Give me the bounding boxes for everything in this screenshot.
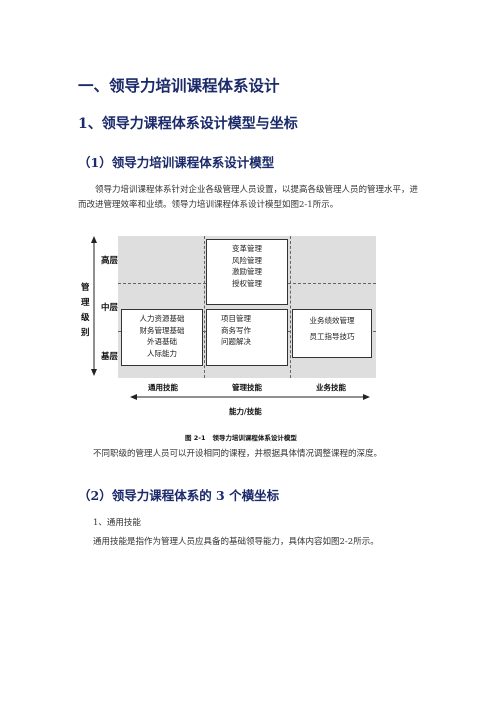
level-middle: 中层 (101, 303, 119, 313)
section2-paragraph: 通用技能是指作为管理人员应具备的基础领导能力，具体内容如图2-2所示。 (93, 537, 379, 547)
section2-title: （2）领导力课程体系的 3 个横坐标 (78, 488, 280, 503)
column-divider (204, 236, 205, 378)
box-top-management: 变革管理 风险管理 激励管理 授权管理 (206, 239, 288, 305)
section1-paragraph: 领导力培训课程体系针对企业各级管理人员设置，以提高各级管理人员的管理水平，进而改… (78, 185, 419, 210)
column-label-management: 管理技能 (232, 383, 262, 392)
heading-2: 1、领导力课程体系设计模型与坐标 (78, 116, 298, 132)
y-axis-title: 管 理 级 别 (81, 283, 90, 338)
column-label-general: 通用技能 (148, 383, 178, 392)
section1-title: （1）领导力培训课程体系设计模型 (78, 155, 275, 170)
heading-1: 一、领导力培训课程体系设计 (78, 76, 280, 95)
level-high: 高层 (101, 256, 119, 266)
figure-caption: 图 2-1 领导力培训课程体系设计模型 (185, 434, 297, 442)
column-label-business: 业务技能 (316, 383, 346, 392)
box-business-skills: 业务绩效管理 员工指导技巧 (292, 309, 372, 358)
x-axis-title: 能力/技能 (229, 407, 262, 416)
after-figure-paragraph: 不同职级的管理人员可以开设相同的课程，并根据具体情况调整课程的深度。 (93, 449, 383, 459)
box-general-skills: 人力资源基础 财务管理基础 外语基础 人际能力 (121, 309, 203, 366)
section2-subheading: 1、通用技能 (93, 518, 141, 528)
box-management-skills: 项目管理 商务写作 问题解决 (206, 309, 288, 366)
level-base: 基层 (101, 352, 119, 362)
y-axis-arrow (91, 236, 97, 376)
column-divider (290, 236, 291, 378)
x-axis-arrow (130, 394, 370, 400)
